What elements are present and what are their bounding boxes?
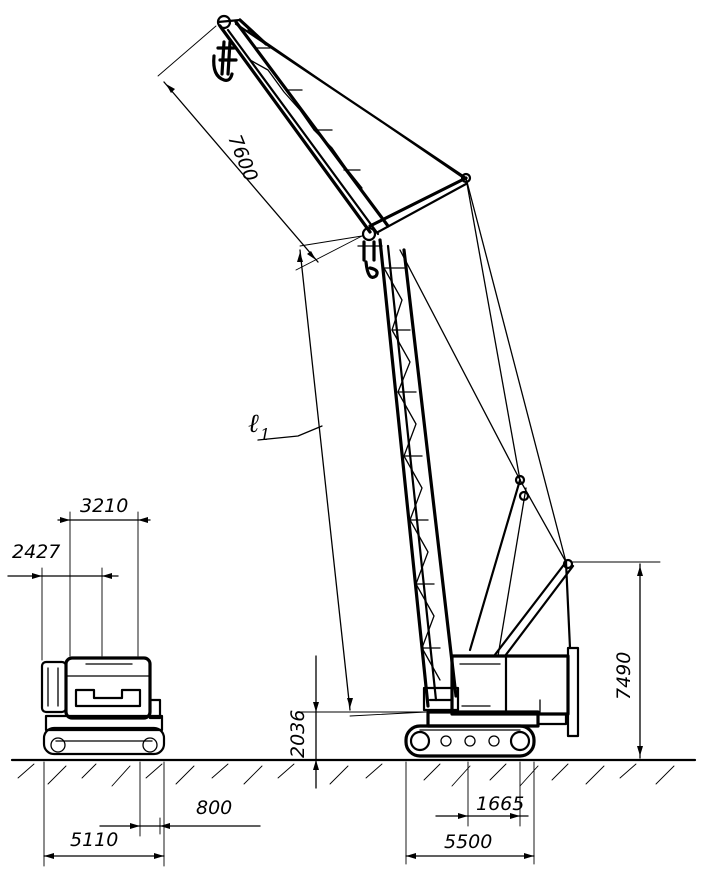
boom-dimensions: [157, 25, 661, 865]
dim-transport-gap: 800: [196, 797, 232, 819]
dim-track-offset: 1665: [476, 793, 524, 815]
crane-ropes: [234, 22, 567, 657]
crane-cab: [428, 558, 580, 738]
dim-transport-track: 2427: [12, 541, 60, 563]
crane-boom: [378, 238, 460, 712]
auxiliary-hook: [212, 40, 238, 82]
crane-jib: [216, 14, 468, 236]
main-hook: [357, 226, 383, 279]
dim-transport-width: 3210: [80, 495, 128, 517]
dim-gantry-height: 7490: [613, 652, 635, 700]
crane-tracks: [404, 724, 536, 758]
dim-base-length: 5500: [444, 831, 492, 853]
transport-vehicle: [40, 656, 166, 756]
dim-pivot-height: 2036: [287, 710, 309, 758]
transport-dimensions: [7, 511, 261, 867]
dim-boom-length-symbol: ℓ: [248, 409, 259, 439]
dim-boom-length-subscript: 1: [260, 425, 270, 444]
ground: [10, 758, 697, 787]
dim-transport-length: 5110: [70, 829, 118, 851]
